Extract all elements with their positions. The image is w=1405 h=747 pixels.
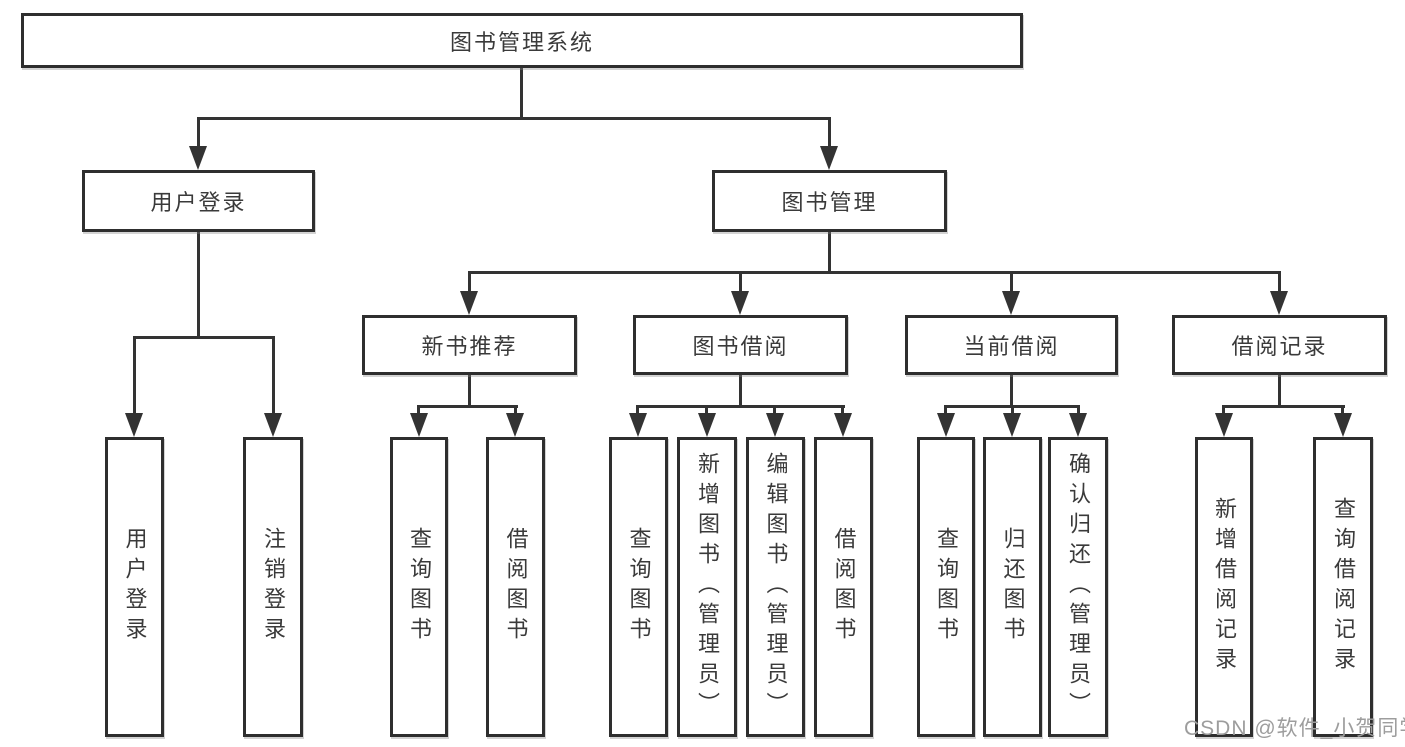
leaf-borrow-books: 借阅图书 bbox=[486, 437, 545, 737]
arrowhead bbox=[460, 291, 478, 315]
connector-line bbox=[468, 271, 1281, 274]
node-label: 查询图书 bbox=[407, 527, 432, 647]
connector-line bbox=[1222, 405, 1225, 415]
node-label: 当前借阅 bbox=[963, 334, 1060, 359]
connector-line bbox=[1077, 405, 1080, 415]
arrowhead bbox=[1334, 413, 1352, 437]
leaf-query-borrow-record: 查询借阅记录 bbox=[1313, 437, 1373, 737]
node-label: 新增图书（管理员） bbox=[695, 452, 720, 722]
node-user-login: 用户登录 bbox=[82, 170, 315, 232]
node-label: 图书管理系统 bbox=[449, 29, 594, 55]
node-library-management-system: 图书管理系统 bbox=[21, 13, 1023, 68]
arrowhead bbox=[410, 413, 428, 437]
node-label: 归还图书 bbox=[1000, 527, 1026, 647]
node-label: 查询图书 bbox=[934, 527, 959, 647]
csdn-watermark: CSDN @软件_小贺同学 bbox=[1184, 717, 1405, 740]
arrowhead bbox=[125, 413, 143, 437]
leaf-query-books: 查询图书 bbox=[917, 437, 975, 737]
connector-line bbox=[468, 271, 471, 293]
leaf-add-borrow-record: 新增借阅记录 bbox=[1195, 437, 1253, 737]
connector-line bbox=[133, 336, 136, 416]
connector-line bbox=[133, 336, 275, 339]
node-label: 查询借阅记录 bbox=[1331, 497, 1356, 677]
connector-line bbox=[841, 405, 844, 415]
node-label: 图书管理 bbox=[781, 190, 878, 215]
connector-line bbox=[739, 373, 742, 407]
connector-line bbox=[1011, 405, 1014, 415]
connector-line bbox=[417, 405, 518, 408]
arrowhead bbox=[264, 413, 282, 437]
connector-line bbox=[514, 405, 517, 415]
leaf-user-login: 用户登录 bbox=[105, 437, 164, 737]
node-label: 用户登录 bbox=[122, 527, 148, 647]
connector-line bbox=[828, 117, 831, 149]
connector-line bbox=[417, 405, 420, 415]
node-label: 借阅图书 bbox=[831, 527, 857, 647]
arrowhead bbox=[937, 413, 955, 437]
connector-line bbox=[944, 405, 947, 415]
leaf-borrow-books: 借阅图书 bbox=[814, 437, 873, 737]
connector-line bbox=[468, 373, 471, 407]
arrowhead bbox=[189, 146, 207, 170]
connector-line bbox=[705, 405, 708, 415]
connector-line bbox=[636, 405, 845, 408]
node-label: 借阅记录 bbox=[1231, 334, 1328, 359]
leaf-return-book: 归还图书 bbox=[983, 437, 1042, 737]
node-label: 新增借阅记录 bbox=[1212, 497, 1237, 677]
node-book-borrowing: 图书借阅 bbox=[633, 315, 848, 375]
leaf-query-books: 查询图书 bbox=[390, 437, 448, 737]
leaf-confirm-return-admin: 确认归还（管理员） bbox=[1048, 437, 1108, 737]
arrowhead bbox=[1215, 413, 1233, 437]
arrowhead bbox=[629, 413, 647, 437]
node-label: 借阅图书 bbox=[503, 527, 529, 647]
connector-line bbox=[1278, 271, 1281, 293]
connector-line bbox=[1278, 373, 1281, 407]
connector-line bbox=[828, 232, 831, 273]
connector-line bbox=[739, 271, 742, 293]
arrowhead bbox=[698, 413, 716, 437]
connector-line bbox=[197, 117, 831, 120]
arrowhead bbox=[820, 146, 838, 170]
connector-line bbox=[272, 336, 275, 416]
connector-line bbox=[197, 117, 200, 149]
connector-line bbox=[773, 405, 776, 415]
node-label: 编辑图书（管理员） bbox=[763, 452, 789, 722]
node-label: 用户登录 bbox=[150, 190, 247, 215]
arrowhead bbox=[834, 413, 852, 437]
leaf-add-book-admin: 新增图书（管理员） bbox=[677, 437, 737, 737]
leaf-logout: 注销登录 bbox=[243, 437, 303, 737]
arrowhead bbox=[1003, 413, 1021, 437]
node-label: 新书推荐 bbox=[421, 334, 518, 359]
node-label: 查询图书 bbox=[626, 527, 652, 647]
arrowhead bbox=[506, 413, 524, 437]
arrowhead bbox=[1002, 291, 1020, 315]
arrowhead bbox=[1270, 291, 1288, 315]
node-label: 图书借阅 bbox=[692, 334, 789, 359]
node-book-management: 图书管理 bbox=[712, 170, 947, 232]
connector-line bbox=[636, 405, 639, 415]
connector-line bbox=[1341, 405, 1344, 415]
node-label: 注销登录 bbox=[261, 527, 286, 647]
connector-line bbox=[197, 232, 200, 338]
leaf-edit-book-admin: 编辑图书（管理员） bbox=[746, 437, 805, 737]
connector-line bbox=[1010, 373, 1013, 407]
connector-line bbox=[1010, 271, 1013, 293]
connector-line bbox=[1222, 405, 1345, 408]
arrowhead bbox=[731, 291, 749, 315]
arrowhead bbox=[1069, 413, 1087, 437]
connector-line bbox=[520, 68, 523, 119]
node-label: 确认归还（管理员） bbox=[1066, 452, 1091, 722]
leaf-query-books: 查询图书 bbox=[609, 437, 668, 737]
node-current-borrowing: 当前借阅 bbox=[905, 315, 1118, 375]
node-new-book-recommendation: 新书推荐 bbox=[362, 315, 577, 375]
arrowhead bbox=[766, 413, 784, 437]
node-borrowing-records: 借阅记录 bbox=[1172, 315, 1387, 375]
